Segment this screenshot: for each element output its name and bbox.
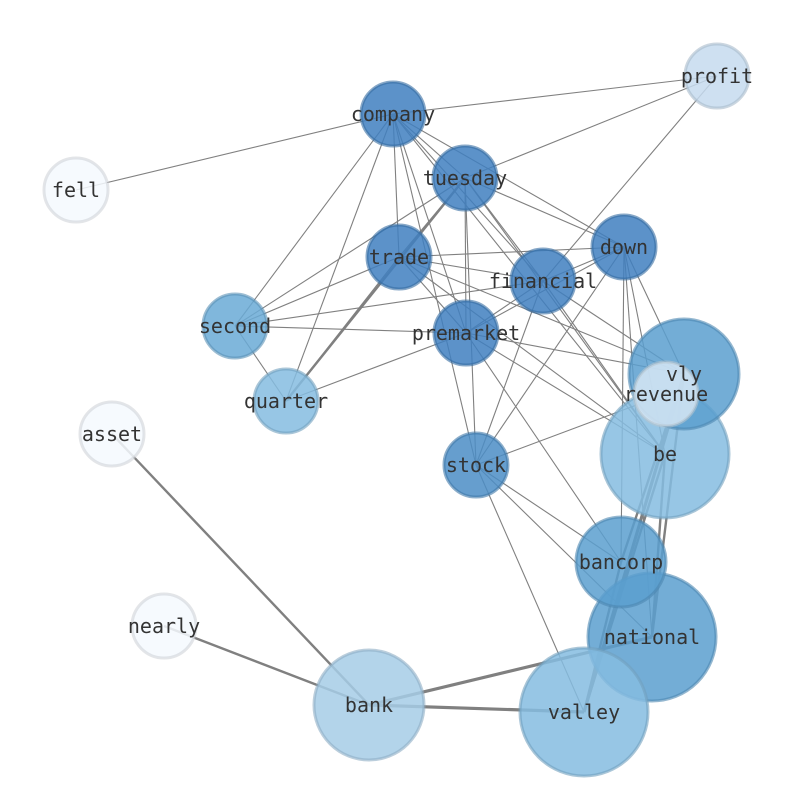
node-label-stock: stock xyxy=(446,453,506,477)
node-label-national: national xyxy=(604,625,700,649)
node-label-quarter: quarter xyxy=(244,389,328,413)
node-financial xyxy=(509,247,577,315)
labels-layer: profit company fell tuesday down trade financi… xyxy=(52,64,753,724)
node-nearly xyxy=(130,592,198,660)
node-down xyxy=(590,213,658,281)
node-label-financial: financial xyxy=(489,269,597,293)
edge-trade-down xyxy=(398,246,625,258)
node-second xyxy=(201,292,269,360)
nodes-layer xyxy=(42,42,751,778)
edge-company-profit xyxy=(392,75,718,115)
node-tuesday xyxy=(431,144,499,212)
node-label-vly: vly xyxy=(666,362,702,386)
edge-second-premarket xyxy=(234,325,467,334)
node-label-trade: trade xyxy=(369,245,429,269)
node-bank xyxy=(312,648,426,762)
edge-tuesday-second xyxy=(234,177,466,327)
node-label-profit: profit xyxy=(681,64,753,88)
node-label-down: down xyxy=(600,235,648,259)
node-label-nearly: nearly xyxy=(128,614,200,638)
node-profit xyxy=(683,42,751,110)
edge-company-quarter xyxy=(285,113,394,402)
node-bancorp xyxy=(574,515,668,609)
node-label-revenue: revenue xyxy=(624,382,708,406)
edge-financial-profit xyxy=(542,75,718,282)
node-quarter xyxy=(252,367,320,435)
node-label-asset: asset xyxy=(82,422,142,446)
node-label-fell: fell xyxy=(52,178,100,202)
edge-asset-bank xyxy=(111,433,370,706)
node-stock xyxy=(442,431,510,499)
node-label-tuesday: tuesday xyxy=(423,166,507,190)
edge-company-down xyxy=(392,113,625,248)
node-label-company: company xyxy=(351,102,435,126)
node-fell xyxy=(42,156,110,224)
node-valley xyxy=(518,646,650,778)
edge-company-stock xyxy=(392,113,477,466)
node-revenue xyxy=(632,360,700,428)
node-company xyxy=(359,80,427,148)
node-trade xyxy=(365,223,433,291)
edge-down-stock xyxy=(475,246,625,466)
node-label-premarket: premarket xyxy=(412,321,520,345)
edge-financial-second xyxy=(234,280,544,327)
edge-company-second xyxy=(234,113,394,327)
edge-company-fell xyxy=(75,113,394,191)
edge-tuesday-profit xyxy=(464,75,718,179)
node-label-be: be xyxy=(653,442,677,466)
node-label-bank: bank xyxy=(345,693,393,717)
node-label-second: second xyxy=(199,314,271,338)
node-premarket xyxy=(432,299,500,367)
node-label-valley: valley xyxy=(548,700,620,724)
node-asset xyxy=(78,400,146,468)
node-label-bancorp: bancorp xyxy=(579,550,663,574)
